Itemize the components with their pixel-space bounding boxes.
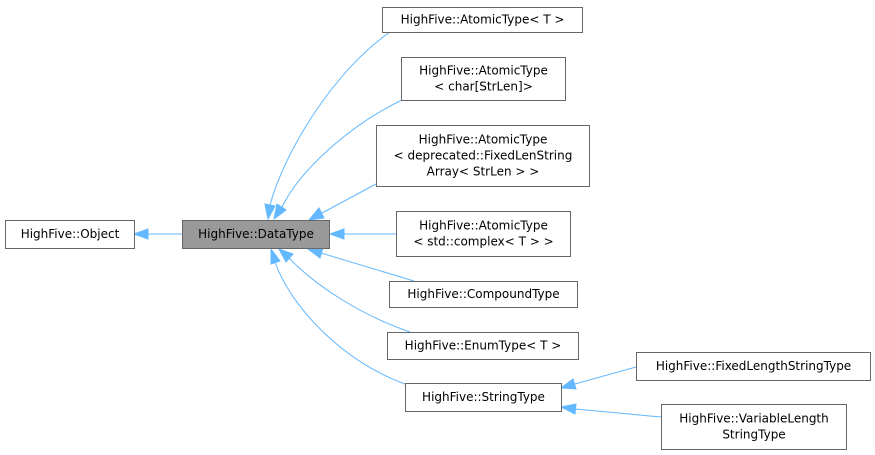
arrowhead bbox=[132, 228, 149, 240]
arrowhead bbox=[306, 247, 324, 259]
class-node-object[interactable]: HighFive::Object bbox=[5, 220, 135, 249]
node-label-line: HighFive::FixedLengthStringType bbox=[656, 359, 851, 373]
edge-line bbox=[269, 31, 391, 206]
arrowhead bbox=[559, 403, 577, 415]
class-node-stringtype[interactable]: HighFive::StringType bbox=[405, 383, 562, 412]
node-box bbox=[376, 125, 590, 187]
node-box bbox=[5, 220, 135, 249]
node-label-line: HighFive::AtomicType bbox=[419, 219, 548, 233]
node-box bbox=[661, 404, 847, 450]
edge-stringtype-to-datatype bbox=[270, 247, 406, 385]
node-label-line: HighFive::CompoundType bbox=[407, 287, 559, 301]
node-label-line: Array< StrLen > > bbox=[427, 165, 540, 179]
node-label-line: HighFive::AtomicType< T > bbox=[401, 13, 565, 27]
arrowhead bbox=[328, 228, 345, 240]
inheritance-edges bbox=[132, 31, 662, 418]
node-box bbox=[387, 332, 579, 360]
edge-atomictype-fixedlen-to-datatype bbox=[307, 183, 377, 221]
node-label-line: HighFive::DataType bbox=[198, 227, 314, 241]
node-label-line: < std::complex< T > > bbox=[413, 235, 553, 249]
node-label-line: < char[StrLen]> bbox=[434, 80, 533, 94]
node-label-line: HighFive::Object bbox=[21, 227, 120, 241]
edge-line bbox=[574, 366, 637, 385]
class-node-atomictype-t[interactable]: HighFive::AtomicType< T > bbox=[382, 7, 583, 33]
node-box bbox=[389, 281, 578, 308]
node-box bbox=[182, 220, 330, 249]
node-box bbox=[396, 211, 571, 257]
edge-line bbox=[574, 408, 662, 418]
arrowhead bbox=[277, 248, 294, 263]
class-node-enumtype-t[interactable]: HighFive::EnumType< T > bbox=[387, 332, 579, 360]
node-label-line: < deprecated::FixedLenString bbox=[394, 149, 573, 163]
node-box bbox=[382, 7, 583, 33]
arrowhead bbox=[273, 203, 287, 221]
arrowhead bbox=[264, 203, 276, 221]
edge-line bbox=[320, 252, 415, 282]
edge-variablelength-to-stringtype bbox=[559, 403, 662, 418]
node-label-line: StringType bbox=[722, 428, 785, 442]
class-node-atomictype-char[interactable]: HighFive::AtomicType< char[StrLen]> bbox=[401, 57, 566, 101]
class-node-datatype[interactable]: HighFive::DataType bbox=[182, 220, 330, 249]
node-box bbox=[405, 383, 562, 412]
node-box bbox=[401, 57, 566, 101]
node-box bbox=[636, 352, 871, 381]
arrowhead bbox=[270, 247, 281, 265]
edge-enumtype-to-datatype bbox=[277, 248, 411, 333]
arrowhead bbox=[307, 207, 325, 221]
class-node-atomictype-complex[interactable]: HighFive::AtomicType< std::complex< T > … bbox=[396, 211, 571, 257]
node-label-line: HighFive::EnumType< T > bbox=[405, 339, 562, 353]
edge-line bbox=[274, 261, 406, 385]
edge-atomictype-complex-to-datatype bbox=[328, 228, 396, 240]
arrowhead bbox=[559, 378, 577, 390]
class-node-compoundtype[interactable]: HighFive::CompoundType bbox=[389, 281, 578, 308]
edge-line bbox=[288, 257, 411, 333]
node-label-line: HighFive::StringType bbox=[422, 390, 545, 404]
edge-line bbox=[321, 183, 377, 214]
edge-atomictype-char-to-datatype bbox=[273, 99, 403, 221]
class-node-atomictype-fixedlen[interactable]: HighFive::AtomicType< deprecated::FixedL… bbox=[376, 125, 590, 187]
edge-fixedlength-to-stringtype bbox=[559, 366, 637, 390]
node-label-line: HighFive::VariableLength bbox=[679, 412, 829, 426]
node-label-line: HighFive::AtomicType bbox=[419, 64, 548, 78]
node-label-line: HighFive::AtomicType bbox=[419, 133, 548, 147]
class-node-fixedlengthstringtype[interactable]: HighFive::FixedLengthStringType bbox=[636, 352, 871, 381]
edge-line bbox=[281, 99, 403, 208]
edge-atomictype-t-to-datatype bbox=[264, 31, 391, 221]
edge-datatype-to-object bbox=[132, 228, 182, 240]
